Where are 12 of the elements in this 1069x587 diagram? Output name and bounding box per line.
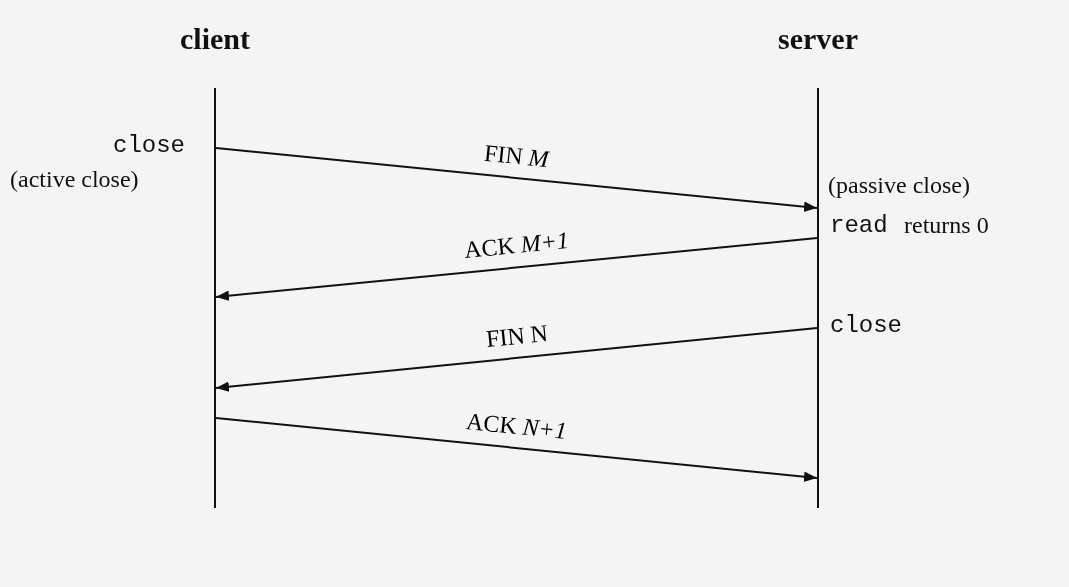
participant-label: client [179,22,251,56]
message-arrow [215,237,818,301]
message-arrow [215,147,818,212]
message-arrow [215,417,818,482]
annotation-text: returns 0 [904,212,989,239]
message-arrow [215,327,818,392]
function-name: read [830,212,888,239]
annotation-text: (active close) [10,166,139,193]
function-name: close [830,312,902,339]
participant-label: server [777,22,859,56]
annotation-text: (passive close) [828,172,970,199]
function-name: close [113,132,185,159]
